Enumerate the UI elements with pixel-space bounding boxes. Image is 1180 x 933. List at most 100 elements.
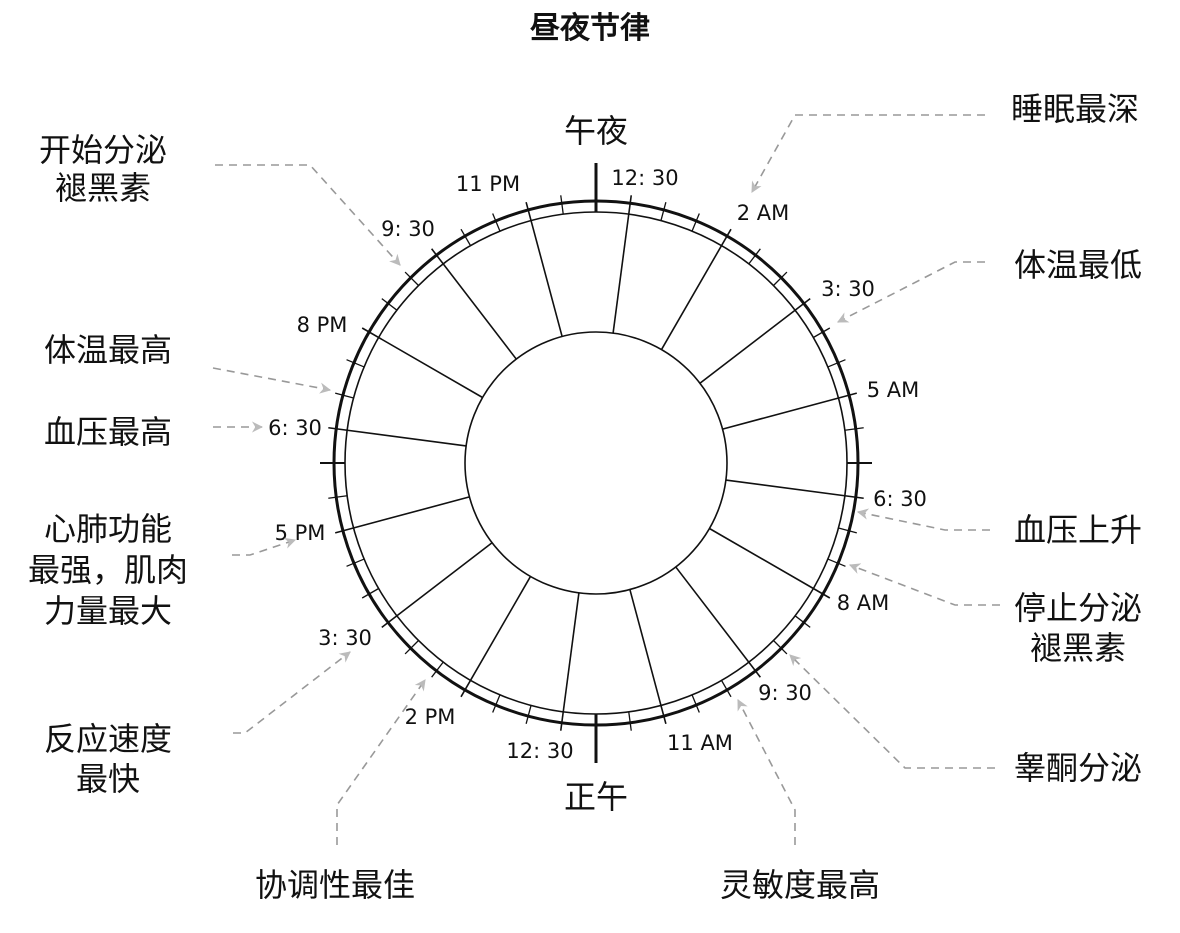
spoke [722, 392, 858, 430]
minor-tick [844, 427, 864, 431]
spoke [629, 589, 667, 725]
minor-tick [628, 711, 632, 731]
dashed-arrow [215, 164, 401, 266]
spoke [699, 297, 811, 384]
spoke [709, 527, 831, 599]
spoke [334, 496, 470, 534]
dashed-arrow [789, 654, 995, 769]
inner-ring [344, 211, 848, 715]
annotation-text: 最快 [76, 760, 140, 798]
dashed-arrow [232, 537, 297, 556]
spoke [660, 228, 732, 350]
time-label: 9: 30 [381, 217, 435, 241]
time-label: 11 PM [456, 172, 520, 196]
annotation: 协调性最佳 [255, 679, 426, 904]
minor-tick [813, 327, 831, 339]
time-label: 2 AM [737, 201, 790, 225]
annotation-text: 停止分泌 [1014, 589, 1142, 627]
minor-tick [431, 661, 444, 678]
spoke [559, 592, 580, 731]
annotation: 睾酮分泌 [789, 654, 1142, 787]
annotation-text: 协调性最佳 [255, 866, 415, 904]
minor-tick [773, 640, 788, 655]
minor-tick [560, 195, 564, 215]
annotation-text: 褪黑素 [55, 169, 151, 207]
annotation-text: 开始分泌 [39, 131, 167, 169]
spoke [725, 479, 864, 500]
minor-tick [460, 228, 472, 246]
dashed-arrow [856, 508, 990, 531]
annotation-text: 心肺功能 [44, 510, 172, 548]
minor-tick [827, 558, 846, 567]
minor-tick [404, 271, 419, 286]
noon-label: 正午 [564, 778, 628, 816]
annotation-text: 体温最高 [44, 331, 172, 369]
minor-tick [794, 615, 811, 628]
minor-tick [827, 359, 846, 368]
time-label: 9: 30 [758, 681, 812, 705]
annotation: 睡眠最深 [751, 90, 1139, 193]
minor-tick [361, 587, 379, 599]
spoke [381, 542, 493, 629]
time-label: 2 PM [405, 705, 456, 729]
dashed-arrow [212, 367, 332, 394]
dashed-arrow [233, 651, 351, 734]
annotation-text: 灵敏度最高 [720, 866, 880, 904]
minor-tick [720, 680, 732, 698]
spoke [430, 248, 517, 360]
minor-tick [748, 248, 761, 265]
minor-tick [660, 202, 667, 221]
clock-dial [320, 163, 872, 763]
dashed-arrow [848, 563, 1000, 606]
minor-tick [346, 558, 365, 567]
time-label: 6: 30 [873, 487, 927, 511]
minor-tick [691, 213, 700, 232]
annotation-text: 血压最高 [44, 413, 172, 451]
time-label: 3: 30 [821, 277, 875, 301]
diagram-title: 昼夜节律 [530, 11, 650, 46]
annotation-text: 体温最低 [1014, 246, 1142, 284]
annotation: 体温最高 [44, 331, 332, 394]
annotation: 血压最高 [44, 413, 264, 451]
annotation-text: 睾酮分泌 [1014, 749, 1142, 787]
spoke [675, 566, 762, 678]
time-label: 8 PM [297, 313, 348, 337]
dashed-arrow [737, 699, 796, 845]
minor-tick [492, 694, 501, 713]
spoke [460, 576, 532, 698]
time-label: 12: 30 [506, 739, 573, 763]
time-label: 5 AM [867, 378, 920, 402]
annotation-text: 最强，肌肉 [28, 551, 188, 589]
minor-tick [381, 298, 398, 311]
annotation-text: 反应速度 [44, 720, 172, 758]
spoke [328, 426, 467, 447]
spoke [525, 201, 563, 337]
annotations: 睡眠最深体温最低血压上升停止分泌褪黑素睾酮分泌灵敏度最高协调性最佳反应速度最快心… [28, 90, 1142, 904]
annotation: 灵敏度最高 [720, 699, 880, 904]
spoke [361, 327, 483, 399]
minor-tick [773, 271, 788, 286]
minor-tick [525, 705, 532, 724]
annotation-text: 褪黑素 [1030, 629, 1126, 667]
minor-tick [691, 694, 700, 713]
minor-tick [492, 213, 501, 232]
dashed-arrow [336, 679, 426, 845]
time-label: 6: 30 [268, 416, 322, 440]
minor-tick [328, 495, 348, 499]
minor-tick [838, 527, 857, 534]
annotation-text: 力量最大 [44, 592, 172, 630]
time-label: 8 AM [837, 591, 890, 615]
dashed-arrow [751, 114, 985, 193]
time-label: 3: 30 [318, 626, 372, 650]
time-label: 5 PM [275, 521, 326, 545]
minor-tick [335, 392, 354, 399]
time-label: 12: 30 [611, 166, 678, 190]
annotation: 体温最低 [837, 246, 1142, 323]
dashed-arrow [837, 261, 985, 323]
